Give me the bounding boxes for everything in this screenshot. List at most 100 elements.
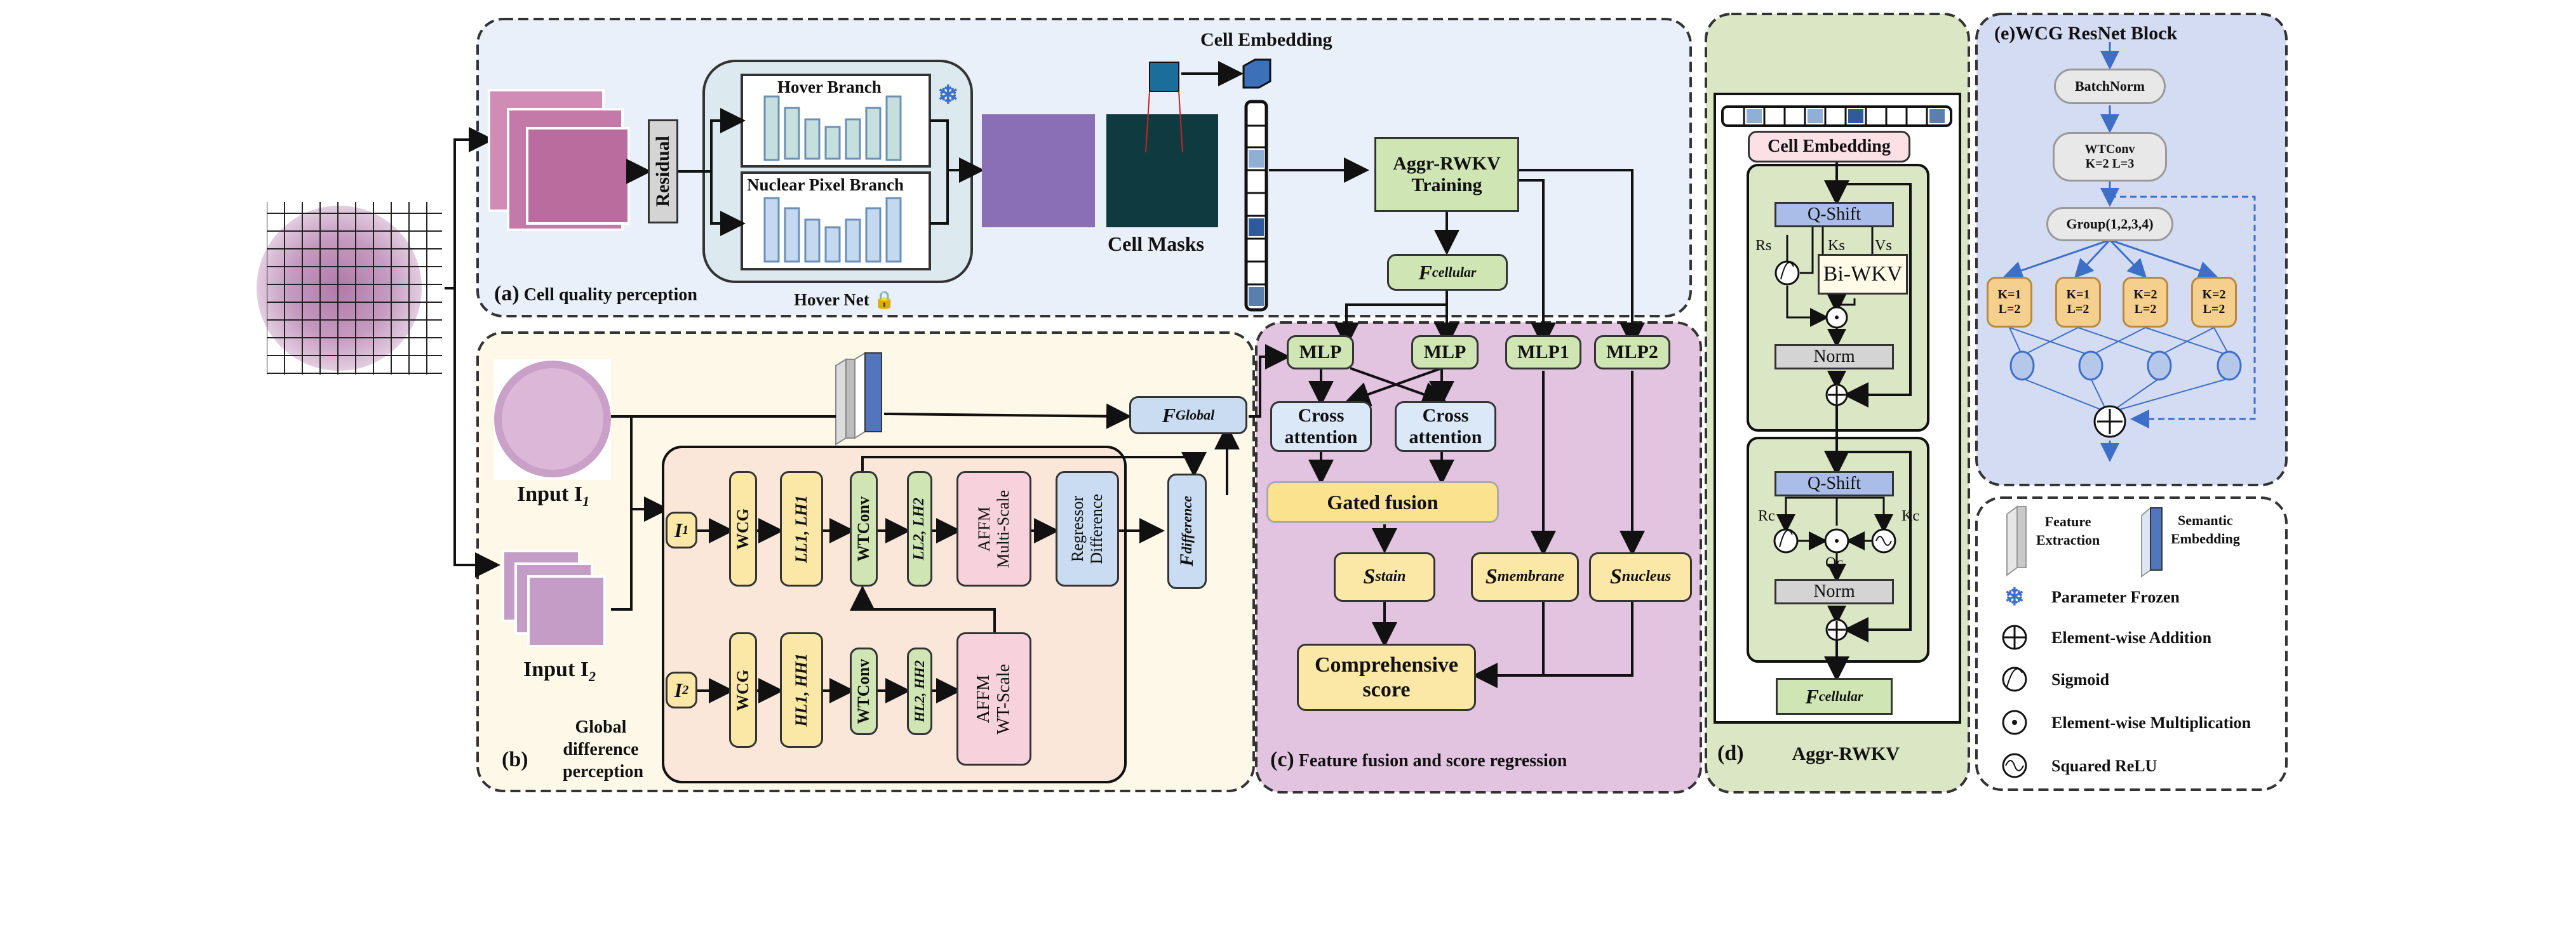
mlp-box-left: MLP bbox=[1287, 335, 1354, 369]
panel-c-caption: (c) Feature fusion and score regression bbox=[1270, 748, 1567, 772]
aggr-training-line2: Training bbox=[1411, 175, 1482, 196]
panel-e-bg bbox=[1975, 13, 2288, 486]
f-diff-sub: difference bbox=[1178, 496, 1195, 554]
d-ks-label: Ks bbox=[1828, 237, 1845, 254]
panel-d-caption: (d) Aggr-RWKV bbox=[1717, 741, 1900, 766]
d-biwkv-box: Bi-WKV bbox=[1818, 254, 1908, 295]
i1-sub: 1 bbox=[682, 522, 689, 537]
legend-item-frozen: Parameter Frozen bbox=[2051, 588, 2180, 606]
input2-text: Input I bbox=[523, 658, 589, 681]
hover-net-label: Hover Net 🔒 bbox=[794, 289, 895, 310]
d-norm-top: Norm bbox=[1774, 344, 1894, 369]
mlp-box-right: MLP bbox=[1411, 335, 1479, 369]
aggr-training-line1: Aggr-RWKV bbox=[1393, 152, 1501, 174]
legend-relu-icon bbox=[2002, 753, 2027, 778]
panel-c-letter: (c) bbox=[1270, 748, 1294, 771]
f-difference-box: Fdifference bbox=[1167, 474, 1207, 589]
feature-extraction-icon bbox=[2006, 505, 2027, 576]
panel-a-text: Cell quality perception bbox=[523, 285, 697, 305]
legend-item-sigmoid: Sigmoid bbox=[2051, 670, 2110, 689]
d-oc-label: Oc bbox=[1825, 555, 1843, 571]
i2-sym: I bbox=[674, 678, 683, 701]
mlp2-box: MLP2 bbox=[1594, 335, 1670, 369]
d-rc-label: Rc bbox=[1758, 508, 1775, 524]
f-diff-sym: F bbox=[1176, 554, 1197, 567]
legend-item-addition: Element-wise Addition bbox=[2051, 628, 2212, 647]
d-cell-embedding-box: Cell Embedding bbox=[1748, 131, 1910, 163]
panel-b-line1: Global bbox=[575, 717, 627, 737]
panel-e-caption: (e)WCG ResNet Block bbox=[1994, 23, 2178, 44]
legend-plus-icon bbox=[2002, 625, 2027, 650]
lock-icon: 🔒 bbox=[873, 290, 896, 309]
semantic-embedding-icon bbox=[2141, 506, 2163, 578]
hover-net-text: Hover Net bbox=[794, 290, 869, 309]
wtconv-box-top: WTConv bbox=[850, 471, 878, 587]
residual-block: Residual bbox=[648, 119, 678, 223]
d-qshift-top: Q-Shift bbox=[1774, 202, 1894, 227]
cell-embedding-label: Cell Embedding bbox=[1200, 29, 1332, 50]
mlp1-box: MLP1 bbox=[1505, 335, 1581, 369]
panel-d-letter: (d) bbox=[1717, 741, 1744, 765]
legend-bg bbox=[1975, 496, 2288, 791]
input2-label: Input I2 bbox=[523, 658, 596, 685]
legend-dot-icon bbox=[2002, 710, 2027, 735]
input1-sub: 1 bbox=[582, 493, 590, 509]
diffreg-line2: Regressor bbox=[1068, 496, 1087, 562]
f-diff-text: Fdifference bbox=[1176, 496, 1198, 566]
legend-item-relu: Squared ReLU bbox=[2051, 757, 2157, 775]
e-batchnorm-box: BatchNorm bbox=[2054, 69, 2166, 104]
input1-label: Input I1 bbox=[517, 482, 589, 510]
d-norm-bottom: Norm bbox=[1774, 579, 1894, 604]
d-qshift-bottom: Q-Shift bbox=[1774, 471, 1894, 496]
panel-a-letter: (a) bbox=[494, 282, 520, 305]
f-global-sym: F bbox=[1162, 403, 1176, 427]
f-global-sub: Global bbox=[1176, 407, 1215, 423]
wtaffm-line1: WT-Scale bbox=[994, 663, 1014, 734]
ll1lh1-box: LL1, LH1 bbox=[780, 471, 823, 587]
d-rs-label: Rs bbox=[1755, 237, 1772, 254]
d-kc-label: Kc bbox=[1902, 508, 1919, 524]
panel-d-text: Aggr-RWKV bbox=[1792, 743, 1900, 764]
msaffm-line2: AFFM bbox=[975, 506, 994, 552]
legend-snowflake-icon: ❄ bbox=[2004, 584, 2025, 611]
wtaffm-line2: AFFM bbox=[973, 674, 993, 724]
aggr-rwkv-training-box: Aggr-RWKV Training bbox=[1374, 137, 1519, 212]
nuclear-branch-label: Nuclear Pixel Branch bbox=[747, 175, 904, 194]
hl1hh1-box: HL1, HH1 bbox=[780, 632, 823, 748]
panel-a-caption: (a) Cell quality perception bbox=[494, 282, 697, 306]
panel-b-line2: difference bbox=[563, 740, 639, 759]
cell-masks-label: Cell Masks bbox=[1108, 232, 1204, 255]
input1-text: Input I bbox=[517, 482, 583, 506]
legend-sigmoid-icon bbox=[2002, 667, 2027, 692]
wtconv-box-bottom: WTConv bbox=[850, 648, 878, 735]
tma-grid bbox=[257, 202, 442, 375]
f-cellular-sub: cellular bbox=[1432, 264, 1477, 281]
i2-sub: 2 bbox=[682, 682, 689, 697]
legend-item-multiplication: Element-wise Multiplication bbox=[2051, 714, 2251, 732]
e-group-box: Group(1,2,3,4) bbox=[2046, 207, 2173, 241]
msaffm-line1: Multi-Scale bbox=[994, 489, 1012, 568]
gated-fusion-box: Gated fusion bbox=[1266, 481, 1499, 523]
d-vs-label: Vs bbox=[1875, 237, 1892, 254]
hover-branch-label: Hover Branch bbox=[777, 77, 882, 96]
panel-b-line3: perception bbox=[563, 762, 644, 781]
input2-sub: 2 bbox=[589, 668, 596, 684]
ll2lh2-box: LL2, LH2 bbox=[907, 471, 932, 587]
